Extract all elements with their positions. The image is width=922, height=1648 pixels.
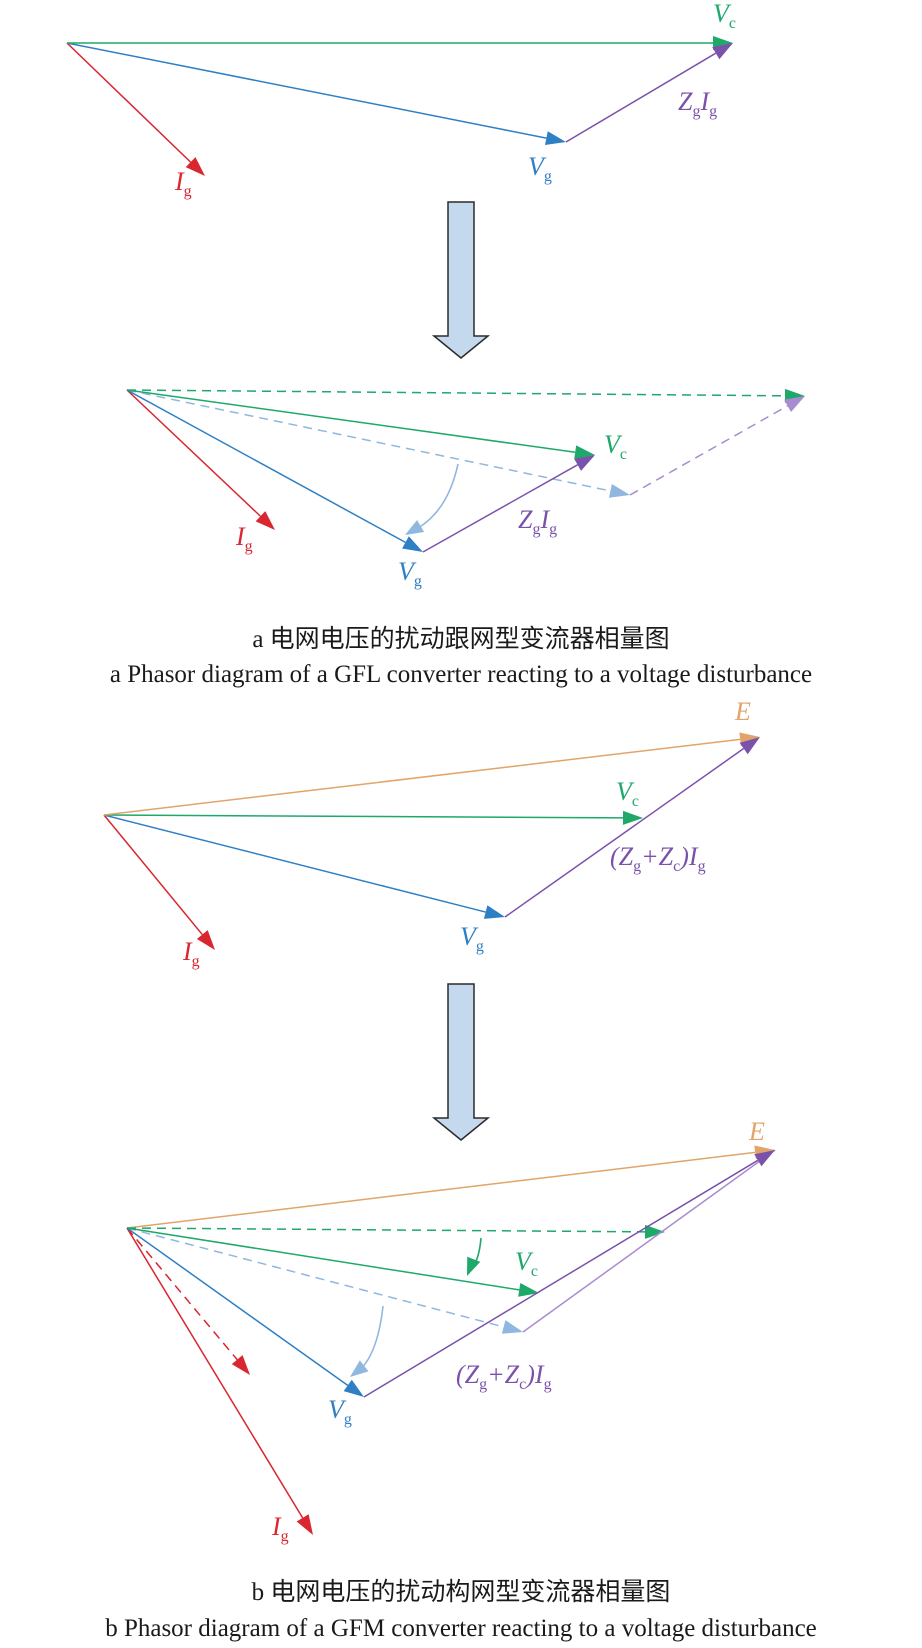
rotation-arrow-vg xyxy=(359,1305,384,1371)
phasor-vg xyxy=(66,42,547,139)
phasor-vc-old-dashed xyxy=(126,1227,646,1233)
phasor-zg-ig xyxy=(565,52,717,143)
label-vg-a1: Vg xyxy=(528,152,552,185)
caption-b-zh: b 电网电压的扰动构网型变流器相量图 xyxy=(252,1578,671,1606)
phasor-vg-old-dashed-head xyxy=(501,1320,523,1334)
phasor-zg-ig xyxy=(422,464,578,553)
label-vg-a2: Vg xyxy=(398,557,422,590)
label-zg-ig-a2: ZgIg xyxy=(518,505,557,538)
phasor-vg xyxy=(103,814,486,913)
phasor-vc-old-dashed xyxy=(126,389,786,397)
phasor-ig xyxy=(126,389,261,517)
phasor-labels: IgVgVcZgIgIgVgVcZgIgIgVgVcE(Zg+Zc)IgIgVg… xyxy=(174,0,765,1545)
label-ig-a2: Ig xyxy=(235,522,253,555)
phasor-vg-old-dashed xyxy=(126,1227,504,1328)
label-ig-b2: Ig xyxy=(271,1512,289,1545)
diagram-a-before xyxy=(66,36,733,176)
phasor-e xyxy=(103,738,741,816)
phasor-vc xyxy=(103,814,624,819)
phasor-vg-head xyxy=(545,131,566,145)
label-vc-a2: Vc xyxy=(604,430,627,463)
rotation-arrow-vc-head xyxy=(467,1256,481,1276)
transition-arrow-a xyxy=(431,201,491,359)
caption-b-en: b Phasor diagram of a GFM converter reac… xyxy=(105,1615,817,1642)
label-e-b2: E xyxy=(748,1117,765,1146)
phasor-ig xyxy=(66,42,192,163)
phasor-zg-ig-old-dashed-head xyxy=(784,396,805,412)
phasor-ig-head xyxy=(185,157,205,176)
phasor-zg-ig-old-dashed xyxy=(629,405,788,496)
phasor-e xyxy=(126,1151,756,1229)
phasor-ig-old-dashed-head xyxy=(231,1355,250,1375)
label-vc-a1: Vc xyxy=(713,0,736,32)
phasor-zg-ig-head xyxy=(574,455,595,471)
label-vg-b2: Vg xyxy=(328,1395,352,1428)
phasor-vc-head xyxy=(574,445,595,460)
phasor-ig-head xyxy=(296,1514,313,1535)
diagram-b-after xyxy=(126,1145,776,1535)
label-e-b1: E xyxy=(734,697,751,726)
phasor-zg-ig-head xyxy=(712,43,733,60)
rotation-arrow-vg-head xyxy=(405,519,425,535)
phasor-zgzc-ig xyxy=(363,1159,759,1398)
phasor-vg xyxy=(126,1227,349,1386)
rotation-arrow-vg xyxy=(417,463,459,529)
phasor-ig xyxy=(126,1227,304,1519)
phasor-vc-old-dashed-head xyxy=(644,1224,665,1239)
label-ig-b1: Ig xyxy=(182,937,200,970)
label-zg-ig-a1: ZgIg xyxy=(678,87,717,120)
phasor-vg xyxy=(126,389,406,544)
label-zgzc-ig-b2: (Zg+Zc)Ig xyxy=(456,1360,552,1393)
phasor-vg-head xyxy=(483,905,505,919)
label-vc-b1: Vc xyxy=(616,777,639,810)
phasor-ig-head xyxy=(196,930,215,950)
phasor-vc-head xyxy=(622,810,643,825)
label-zgzc-ig-b1: (Zg+Zc)Ig xyxy=(610,842,706,875)
phasor-vc xyxy=(126,389,576,453)
label-vc-b2: Vc xyxy=(515,1247,538,1280)
caption-a-en: a Phasor diagram of a GFL converter reac… xyxy=(110,661,812,688)
diagram-a-after xyxy=(126,388,805,553)
phasor-vg-old-dashed-head xyxy=(608,484,630,498)
phasor-vg-old-dashed xyxy=(126,389,611,492)
phasor-zgzc-ig-head xyxy=(754,1150,775,1167)
caption-a-zh: a 电网电压的扰动跟网型变流器相量图 xyxy=(252,625,669,653)
label-vg-b1: Vg xyxy=(460,922,484,955)
phasor-vg-head xyxy=(402,536,423,552)
transition-arrow-b xyxy=(431,983,491,1141)
phasor-zgzc-ig-head xyxy=(739,737,760,755)
phasor-vg-head xyxy=(343,1379,364,1397)
phasor-vc-head xyxy=(518,1282,539,1297)
label-ig-a1: Ig xyxy=(174,167,192,200)
diagram-b-before xyxy=(103,732,760,950)
phasor-ig-head xyxy=(255,511,275,530)
transition-arrows xyxy=(431,201,491,1141)
rotation-arrow-vg-head xyxy=(350,1360,369,1377)
phasor-zgzc-ig-old xyxy=(522,1149,776,1333)
phasor-zgzc-ig xyxy=(504,747,745,918)
phasor-ig xyxy=(103,814,203,936)
phasor-ig-old-dashed xyxy=(126,1227,238,1361)
phasor-vc xyxy=(126,1227,520,1291)
